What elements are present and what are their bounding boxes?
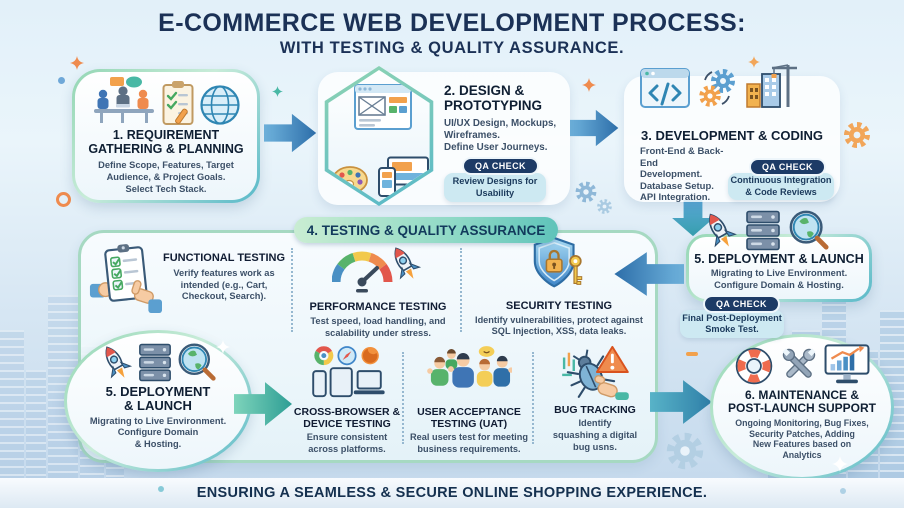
gear-icon [844, 122, 870, 148]
dot [840, 488, 846, 494]
uat-item: USER ACCEPTANCE TESTING (UAT) Real users… [406, 344, 532, 456]
analytics-monitor-icon [824, 344, 870, 384]
uat-heading: USER ACCEPTANCE TESTING (UAT) [417, 406, 521, 431]
team-meeting-icon [94, 76, 154, 123]
uat-body: Real users test for meeting business req… [410, 432, 528, 454]
step3-qa-badge: QA CHECK [749, 158, 826, 176]
construction-crane-icon [746, 64, 797, 108]
divider [291, 248, 293, 332]
sparkle-icon [70, 56, 84, 70]
footer-banner: ENSURING A SEAMLESS & SECURE ONLINE SHOP… [0, 478, 904, 508]
sparkle-icon [582, 78, 596, 92]
functional-testing-body: Verify features work as intended (e.g., … [173, 267, 275, 302]
functional-testing-heading: FUNCTIONAL TESTING [162, 252, 285, 264]
step4-header-pill: 4. TESTING & QUALITY ASSURANCE [294, 217, 558, 243]
gear-icon [575, 181, 597, 203]
server-icon [746, 210, 780, 251]
performance-testing-item: PERFORMANCE TESTING Test speed, load han… [298, 236, 458, 339]
checklist-icon [162, 81, 194, 125]
security-testing-item: SECURITY TESTING Identify vulnerabilitie… [464, 236, 654, 338]
cross-browser-heading: CROSS-BROWSER & DEVICE TESTING [293, 406, 401, 431]
clipboard-check-icon [89, 244, 162, 314]
browsers-devices-icon [312, 346, 385, 398]
arrow-step1-to-step2 [264, 112, 318, 154]
step5-left-heading: 5. DEPLOYMENT & LAUNCH [105, 384, 211, 414]
crossed-wrenches-icon [782, 348, 816, 378]
divider [460, 248, 462, 332]
ring-dot [56, 192, 71, 207]
step2-qa-badge: QA CHECK [462, 157, 539, 175]
arrow-deployment-to-testing [234, 380, 294, 428]
cross-browser-body: Ensure consistent across platforms. [306, 432, 388, 455]
step1-heading: 1. REQUIREMENT GATHERING & PLANNING [88, 128, 244, 156]
arrow-step5-to-testing [612, 250, 684, 298]
sparkle-icon [748, 56, 760, 68]
bug-tracking-heading: BUG TRACKING [554, 404, 636, 416]
arrow-step2-to-step3 [570, 108, 620, 148]
step5-qa-note: Final Post-Deployment Smoke Test. [680, 310, 784, 338]
step5-right-heading: 5. DEPLOYMENT & LAUNCH [694, 252, 864, 266]
divider [402, 352, 404, 444]
gear-icon [666, 432, 704, 470]
step5-right-icons [702, 208, 830, 252]
bug-tracking-body: Identify squashing a digital bug usns. [552, 418, 638, 452]
rocket-icon [99, 343, 133, 383]
code-window-icon [640, 68, 690, 108]
step5-left-circle: 5. DEPLOYMENT & LAUNCH Migrating to Live… [64, 330, 252, 472]
page-title: E-COMMERCE WEB DEVELOPMENT PROCESS: [158, 9, 746, 37]
footer-text: ENSURING A SEAMLESS & SECURE ONLINE SHOP… [196, 485, 708, 501]
step3-qa-note: Continuous Integration & Code Reviews [728, 173, 834, 200]
step4-heading: 4. TESTING & QUALITY ASSURANCE [306, 222, 546, 238]
step6-heading: 6. MAINTENANCE & POST-LAUNCH SUPPORT [727, 388, 876, 416]
rocket-icon [702, 210, 738, 252]
step2-text: 2. DESIGN & PROTOTYPING UI/UX Design, Mo… [444, 83, 564, 154]
title-block: E-COMMERCE WEB DEVELOPMENT PROCESS: WITH… [0, 9, 904, 58]
security-testing-body: Identify vulnerabilities, protect agains… [475, 314, 643, 337]
step2-heading: 2. DESIGN & PROTOTYPING [444, 83, 543, 113]
step5-left-body: Migrating to Live Environment. Configure… [89, 415, 227, 449]
performance-testing-body: Test speed, load handling, and scalabili… [310, 315, 446, 338]
dot [158, 486, 164, 492]
step1-box: 1. REQUIREMENT GATHERING & PLANNING Defi… [72, 69, 260, 203]
globe-icon [200, 85, 240, 125]
gear-icon [597, 199, 612, 214]
gauge-rocket-icon [332, 242, 424, 293]
bug-squash-icon [562, 345, 629, 400]
wireframe-icon [354, 84, 412, 130]
step3-heading: 3. DEVELOPMENT & CODING [640, 128, 824, 143]
arrow-testing-to-step6 [650, 378, 714, 426]
step6-circle: 6. MAINTENANCE & POST-LAUNCH SUPPORT Ong… [710, 334, 894, 480]
sparkle-icon [216, 340, 230, 354]
step1-icons [91, 76, 241, 126]
cross-browser-testing-item: CROSS-BROWSER & DEVICE TESTING Ensure co… [288, 346, 406, 456]
shield-lock-key-icon [533, 236, 583, 288]
step2-qa-note: Review Designs for Usability [444, 173, 546, 202]
step5-qa-badge: QA CHECK [703, 295, 780, 313]
step6-icons [734, 344, 870, 386]
step3-icons [640, 62, 798, 108]
step5-right-body: Migrating to Live Environment. Configure… [710, 268, 848, 290]
functional-testing-text: FUNCTIONAL TESTING Verify features work … [160, 252, 288, 303]
step1-body: Define Scope, Features, Target Audience,… [98, 160, 234, 195]
step2-body: UI/UX Design, Mockups, Wireframes. Defin… [444, 117, 557, 153]
user-group-icon [427, 346, 512, 388]
divider [532, 352, 534, 444]
step6-body: Ongoing Monitoring, Bug Fixes, Security … [735, 417, 869, 461]
sparkle-icon [272, 86, 283, 97]
server-icon [139, 343, 171, 382]
globe-search-icon [788, 208, 830, 252]
arrow-step3-to-step5 [670, 200, 716, 238]
page-subtitle: WITH TESTING & QUALITY ASSURANCE. [279, 39, 625, 57]
step5-left-icons [99, 341, 217, 383]
bug-tracking-item: BUG TRACKING Identify squashing a digita… [534, 344, 656, 454]
sparkle-icon [832, 456, 848, 472]
dash-dot [686, 352, 698, 356]
dot [58, 77, 65, 84]
globe-search-icon [177, 341, 217, 383]
step3-body: Front-End & Back-End Development. Databa… [640, 146, 724, 204]
performance-testing-heading: PERFORMANCE TESTING [309, 301, 447, 313]
security-testing-heading: SECURITY TESTING [505, 300, 613, 312]
lifebuoy-icon [735, 347, 773, 385]
gears-icon [699, 69, 735, 107]
